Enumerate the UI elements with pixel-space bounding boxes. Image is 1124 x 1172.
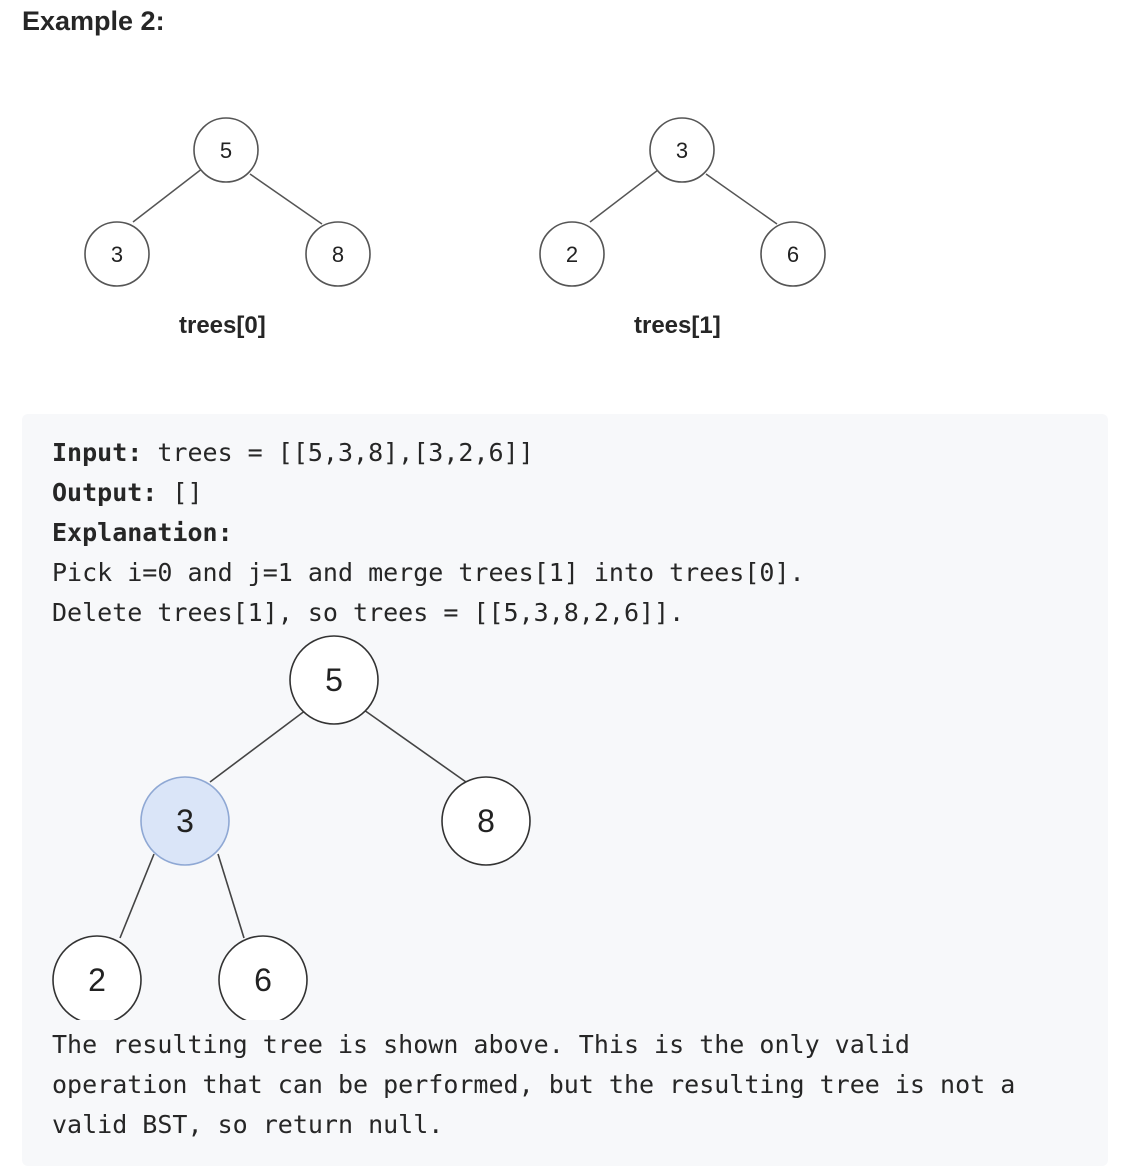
input-line: Input: trees = [[5,3,8],[3,2,6]]: [52, 433, 534, 473]
tree0-node-right-label: 8: [332, 242, 344, 267]
tree0-node-right: 8: [305, 221, 371, 287]
result-node-right: 8: [441, 776, 531, 866]
tree1-edge-root-left: [589, 169, 659, 223]
explanation-line: Pick i=0 and j=1 and merge trees[1] into…: [52, 558, 805, 587]
tree0-node-root: 5: [193, 117, 259, 183]
tree0-edge-root-right: [249, 173, 323, 225]
result-edge-root-left: [209, 709, 307, 783]
tree1-caption: trees[1]: [634, 312, 721, 339]
conclusion-line: valid BST, so return null.: [52, 1110, 444, 1139]
result-node-left-label: 3: [176, 803, 194, 839]
tree0-node-left-label: 3: [111, 242, 123, 267]
tree1-edge-root-right: [705, 173, 778, 225]
input-value: trees = [[5,3,8],[3,2,6]]: [142, 438, 534, 467]
result-edge-left-left: [119, 853, 155, 939]
result-node-left-highlighted: 3: [140, 776, 230, 866]
result-node-left-left-label: 2: [88, 962, 106, 998]
tree1-node-left: 2: [539, 221, 605, 287]
result-node-root-label: 5: [325, 662, 343, 698]
input-trees-diagram: 5 3 8 3 2 6: [84, 117, 826, 287]
result-node-left-right: 6: [218, 935, 308, 1020]
explanation-label: Explanation:: [52, 518, 233, 547]
tree0-edge-root-left: [132, 167, 204, 223]
result-edge-left-right: [217, 853, 245, 939]
tree1-node-right: 6: [760, 221, 826, 287]
result-node-left-left: 2: [52, 935, 142, 1020]
example-heading: Example 2:: [22, 6, 165, 36]
input-label: Input:: [52, 438, 143, 467]
output-value: []: [157, 478, 203, 507]
result-tree-diagram: 5 3 8 2 6: [52, 635, 531, 1020]
result-node-root: 5: [289, 635, 379, 725]
tree1-node-right-label: 6: [787, 242, 799, 267]
conclusion-line: The resulting tree is shown above. This …: [52, 1030, 910, 1059]
output-line: Output: []: [52, 473, 203, 513]
conclusion-line: operation that can be performed, but the…: [52, 1070, 1016, 1099]
tree0-caption: trees[0]: [179, 312, 266, 339]
tree1-node-root-label: 3: [676, 138, 688, 163]
output-label: Output:: [52, 478, 158, 507]
tree1-node-left-label: 2: [566, 242, 578, 267]
explanation-line: Delete trees[1], so trees = [[5,3,8,2,6]…: [52, 598, 685, 627]
tree0-node-root-label: 5: [220, 138, 232, 163]
result-node-left-right-label: 6: [254, 962, 272, 998]
tree1-node-root: 3: [649, 117, 715, 183]
tree0-node-left: 3: [84, 221, 150, 287]
result-edge-root-right: [363, 709, 467, 783]
result-node-right-label: 8: [477, 803, 495, 839]
